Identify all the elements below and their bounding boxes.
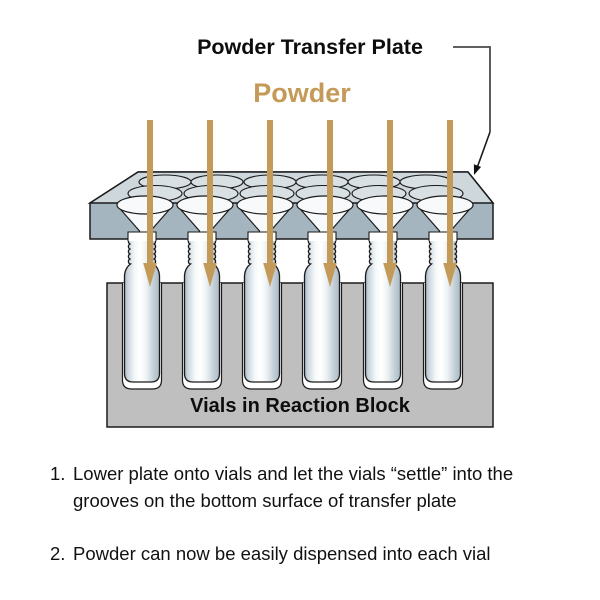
instruction-number: 2. bbox=[50, 543, 66, 564]
diagram-title: Powder Transfer Plate bbox=[197, 35, 423, 59]
vial bbox=[183, 238, 221, 383]
leader-line bbox=[453, 46, 491, 132]
vial bbox=[243, 238, 281, 383]
powder-label: Powder bbox=[253, 78, 351, 108]
instruction-item-2: 2. Powder can now be easily dispensed in… bbox=[50, 540, 570, 567]
instructions: 1. Lower plate onto vials and let the vi… bbox=[50, 460, 570, 567]
instruction-line: Powder can now be easily dispensed into … bbox=[73, 543, 491, 564]
reaction-block-label: Vials in Reaction Block bbox=[190, 395, 411, 417]
instruction-line: Lower plate onto vials and let the vials… bbox=[73, 463, 514, 484]
instruction-item-1: 1. Lower plate onto vials and let the vi… bbox=[50, 460, 570, 514]
vial bbox=[303, 238, 341, 383]
leader-line-diagonal bbox=[476, 131, 491, 169]
instruction-number: 1. bbox=[50, 463, 66, 484]
vial bbox=[123, 238, 161, 383]
powder-transfer-diagram: Vials in Reaction Block bbox=[87, 35, 495, 428]
vial bbox=[424, 238, 462, 383]
vial bbox=[364, 238, 402, 383]
leader-arrowhead-icon bbox=[473, 164, 482, 175]
instruction-line: grooves on the bottom surface of transfe… bbox=[73, 490, 457, 511]
title-leader bbox=[453, 46, 491, 175]
